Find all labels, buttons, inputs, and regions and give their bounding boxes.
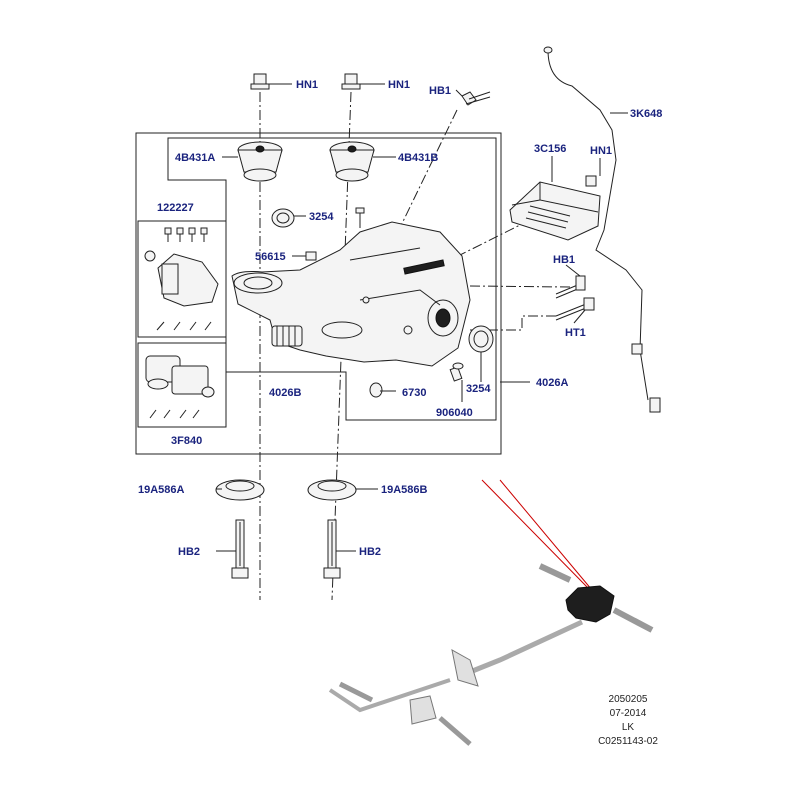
kit-122227-parts [144, 227, 219, 331]
kit-box-122227 [137, 220, 227, 338]
info-line-4: C0251143-02 [598, 736, 658, 747]
highlighted-rear-differential [565, 585, 615, 623]
front-halfshaft-left [338, 681, 374, 703]
label-19a586a: 19A586A [138, 484, 185, 496]
seal-3254-top-inner [276, 212, 290, 224]
label-hb1-right: HB1 [553, 254, 575, 266]
screw-set-top [164, 227, 208, 242]
bolt-hb2-left [231, 519, 249, 579]
mount-19a586b [307, 479, 357, 501]
label-3k648: 3K648 [630, 108, 662, 120]
label-3254-bottom: 3254 [466, 383, 491, 395]
sensor-906040 [449, 362, 464, 382]
assembly-frames [135, 132, 502, 455]
label-122227: 122227 [157, 202, 194, 214]
plug-6730 [369, 382, 383, 398]
label-906040: 906040 [436, 407, 473, 419]
part-labels: HN1 HN1 HB1 3K648 4B431A 4B431B 3C156 HN… [138, 79, 662, 558]
bolt-56615 [305, 251, 317, 261]
mount-4b431b [329, 141, 375, 182]
cover-bracket-plate [161, 263, 179, 295]
rear-halfshaft-left [538, 563, 572, 583]
label-56615: 56615 [255, 251, 286, 263]
location-pointer [481, 479, 593, 591]
leader-lines [216, 83, 628, 552]
propshaft [469, 619, 584, 675]
label-hn1-mid: HN1 [388, 79, 410, 91]
label-3254-top: 3254 [309, 211, 334, 223]
label-4b431a: 4B431A [175, 152, 215, 164]
transfer-case [451, 649, 479, 687]
seal-3254-bottom-inner [473, 330, 489, 348]
label-ht1: HT1 [565, 327, 586, 339]
mount-4b431a [237, 141, 283, 182]
wiring-harness-3k648 [543, 46, 661, 413]
washer [144, 250, 156, 262]
control-module-3c156 [509, 175, 601, 241]
hb1-right-axis [469, 285, 571, 288]
drawing-info-block: 2050205 07-2014 LK C0251143-02 [598, 694, 658, 747]
info-line-1: 2050205 [609, 694, 648, 705]
hb1-bolt-top [461, 91, 491, 106]
info-line-3: LK [622, 722, 635, 733]
info-line-2: 07-2014 [610, 708, 647, 719]
hb1-axis [394, 109, 458, 239]
screw-set-bottom [156, 321, 212, 331]
label-3c156: 3C156 [534, 143, 566, 155]
label-hb2-right: HB2 [359, 546, 381, 558]
label-4026a: 4026A [536, 377, 568, 389]
hn1-nut-left [250, 73, 270, 90]
hn1-nut-mid [341, 73, 361, 90]
bolt-hb2-right [323, 519, 341, 579]
label-19a586b: 19A586B [381, 484, 428, 496]
front-differential [409, 695, 437, 725]
drivetrain-locator [328, 563, 654, 746]
label-hn1-left: HN1 [296, 79, 318, 91]
bolt-hb1-right [555, 275, 586, 299]
front-halfshaft-right [438, 716, 472, 746]
outer-frame [135, 132, 502, 455]
kit-box-3f840 [137, 342, 227, 428]
inner-frame [167, 137, 497, 421]
ht1-axis [470, 315, 556, 331]
label-3f840: 3F840 [171, 435, 202, 447]
breather-pin [355, 207, 365, 228]
label-hb1-top: HB1 [429, 85, 451, 97]
label-4026b: 4026B [269, 387, 301, 399]
label-6730: 6730 [402, 387, 426, 399]
front-propshaft [328, 678, 451, 713]
rear-halfshaft-right [612, 607, 654, 633]
stud-ht1 [555, 297, 595, 321]
label-4b431b: 4B431B [398, 152, 438, 164]
mount-19a586a [215, 479, 265, 501]
label-hn1-right: HN1 [590, 145, 612, 157]
actuator-3f840 [145, 355, 215, 419]
label-hb2-left: HB2 [178, 546, 200, 558]
differential-housing [231, 221, 471, 367]
